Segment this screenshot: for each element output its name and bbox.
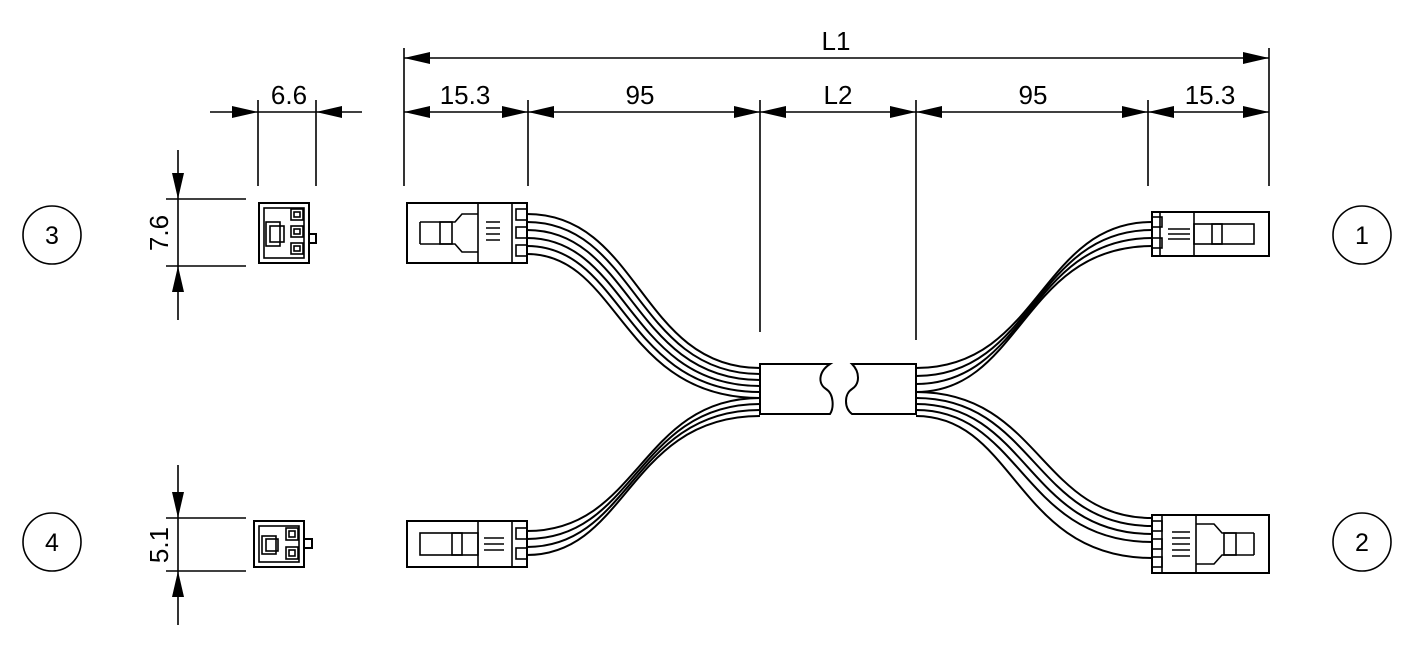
callout-1: 1 bbox=[1332, 205, 1392, 265]
plug-housing-1 bbox=[1151, 211, 1270, 257]
connector-face-3 bbox=[258, 202, 317, 264]
dim-label-face-height-3: 7.6 bbox=[144, 215, 174, 251]
dimension-right-wire: 95 bbox=[916, 80, 1148, 118]
dim-label-right-wire: 95 bbox=[1019, 80, 1048, 110]
wire-bundle-lower-left bbox=[526, 397, 761, 556]
dim-label-face-width: 6.6 bbox=[271, 80, 307, 110]
callout-label-2: 2 bbox=[1355, 529, 1369, 557]
callout-3: 3 bbox=[22, 205, 82, 265]
wire-bundle-lower-right bbox=[915, 391, 1153, 559]
dimension-face-width: 6.6 bbox=[210, 80, 362, 186]
dimension-l2: L2 bbox=[760, 80, 916, 118]
dim-label-face-height-4: 5.1 bbox=[144, 527, 174, 563]
wire-bundle-upper-left bbox=[526, 213, 761, 399]
dimension-right-plug: 15.3 bbox=[1148, 80, 1269, 118]
callout-4: 4 bbox=[22, 512, 82, 572]
callout-label-1: 1 bbox=[1355, 222, 1369, 250]
dimension-lines: L1 15.3 95 L2 95 15.3 bbox=[144, 26, 1270, 625]
plug-housing-4 bbox=[406, 520, 528, 568]
connector-face-4 bbox=[253, 520, 313, 568]
plug-housing-2 bbox=[1151, 514, 1270, 574]
callout-label-4: 4 bbox=[45, 529, 59, 557]
dim-label-l1: L1 bbox=[822, 26, 851, 56]
wire-bundle-upper-right bbox=[915, 221, 1153, 393]
cable-jacket-right bbox=[845, 363, 917, 415]
dimension-face-height-3: 7.6 bbox=[144, 150, 246, 320]
dim-label-right-plug: 15.3 bbox=[1185, 80, 1236, 110]
plug-housing-3 bbox=[406, 202, 528, 264]
dim-label-l2: L2 bbox=[824, 80, 853, 110]
cable-jacket-left bbox=[759, 363, 834, 415]
dimension-left-plug: 15.3 bbox=[404, 80, 528, 118]
dimension-left-wire: 95 bbox=[528, 80, 760, 118]
dimension-face-height-4: 5.1 bbox=[144, 465, 246, 625]
dim-label-left-plug: 15.3 bbox=[440, 80, 491, 110]
callout-label-3: 3 bbox=[45, 222, 59, 250]
dim-label-left-wire: 95 bbox=[626, 80, 655, 110]
callout-2: 2 bbox=[1332, 512, 1392, 572]
dimension-l1: L1 bbox=[404, 26, 1269, 64]
